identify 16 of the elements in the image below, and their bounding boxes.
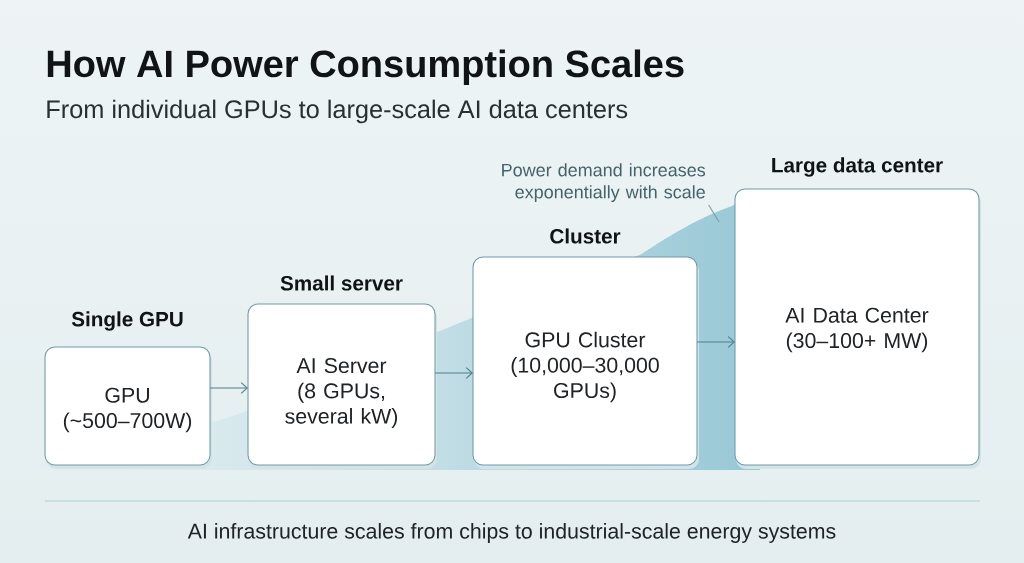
- stage-box: GPU (~500–700W): [44, 346, 212, 469]
- arrow: [434, 367, 473, 379]
- stage-box: GPU Cluster (10,000–30,000 GPUs): [472, 256, 699, 469]
- caption: AI infrastructure scales from chips to industrial-scale energy systems: [187, 523, 836, 543]
- arrow: [209, 382, 248, 394]
- leader-line: [708, 204, 720, 223]
- stage-heading: Cluster: [550, 228, 621, 244]
- stage-heading: Large data center: [772, 157, 943, 177]
- subtitle: From individual GPUs to large-scale AI data centers: [47, 99, 628, 124]
- annotation-text: Power demand increases exponentially with scale: [502, 163, 706, 202]
- stage-heading: Small server: [280, 275, 403, 291]
- stage-box: AI Data Center (30–100+ MW): [734, 188, 981, 469]
- arrow: [696, 336, 735, 348]
- stage-heading: Single GPU: [71, 311, 183, 331]
- stage-box: AI Server (8 GPUs, several kW): [247, 303, 437, 469]
- title: How AI Power Consumption Scales: [47, 49, 684, 85]
